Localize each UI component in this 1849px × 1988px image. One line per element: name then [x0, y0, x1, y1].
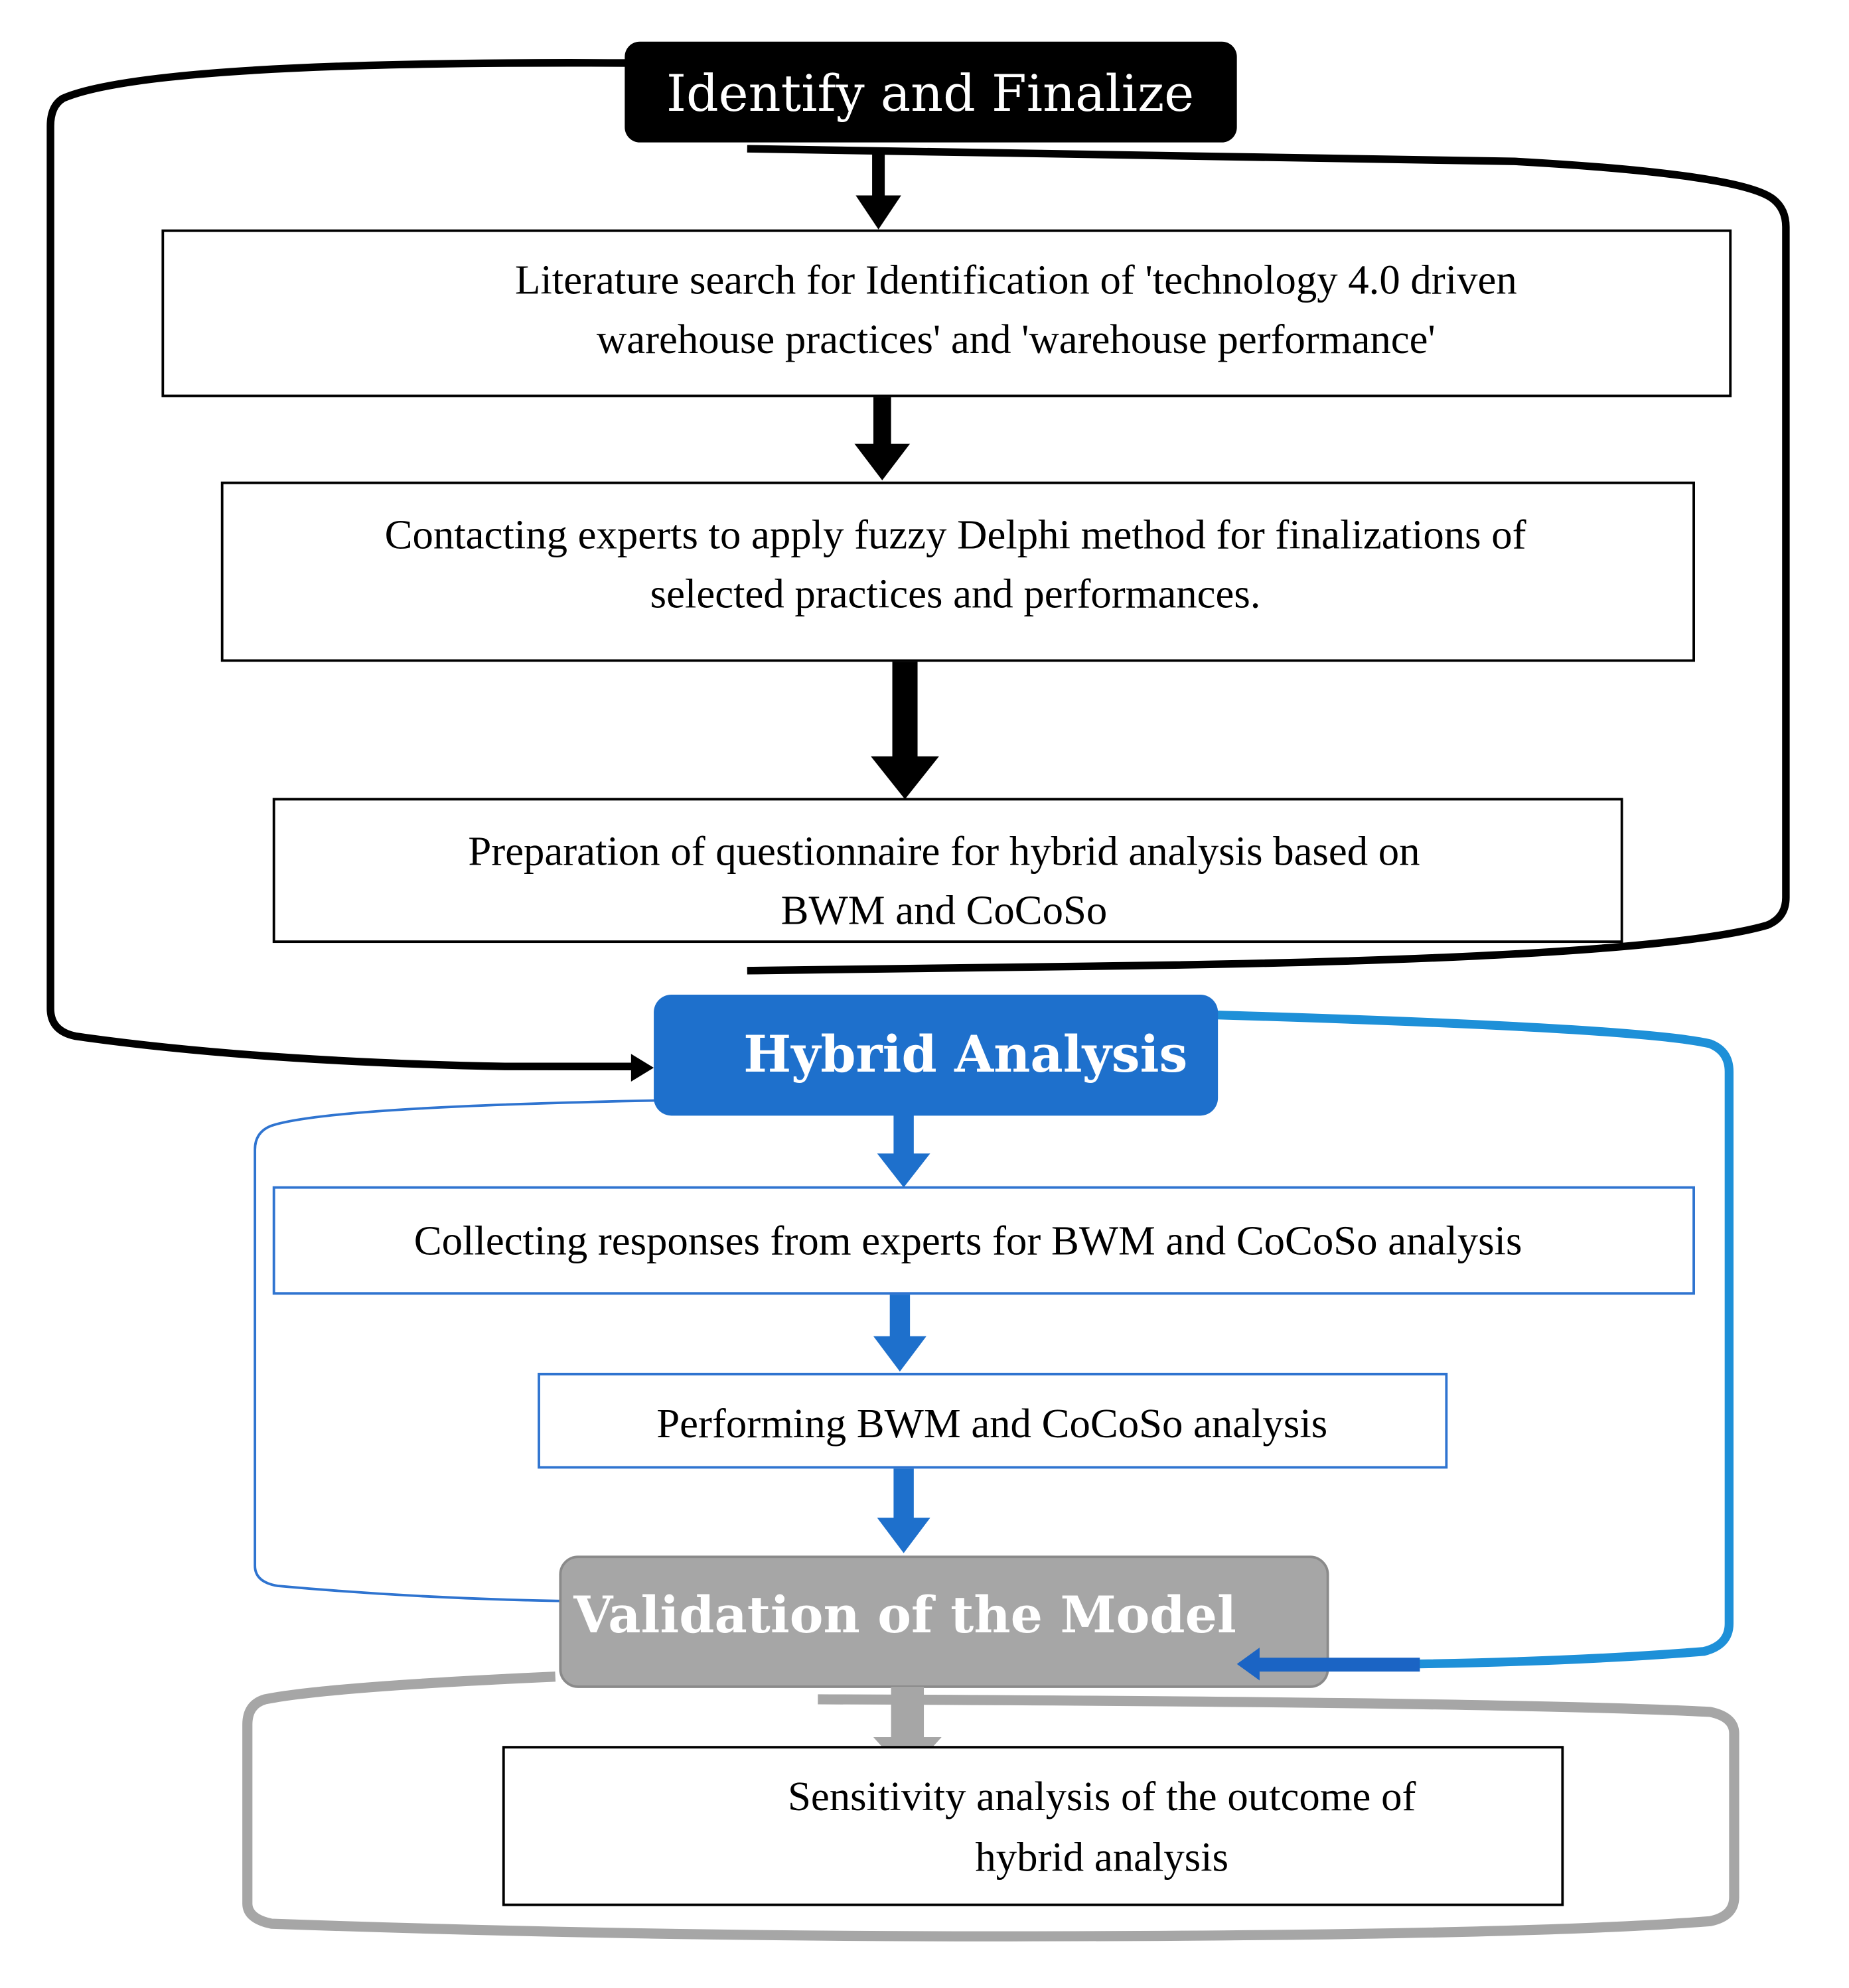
arrow-5-head	[873, 1336, 926, 1372]
step-contacting-experts-line1: Contacting experts to apply fuzzy Delphi…	[385, 511, 1526, 557]
step-literature-search-line2: warehouse practices' and 'warehouse perf…	[597, 316, 1436, 362]
step-performing-analysis-text: Performing BWM and CoCoSo analysis	[656, 1400, 1327, 1447]
arrow-5-shaft	[889, 1295, 911, 1343]
arrow-to-hybrid-head	[630, 1054, 654, 1082]
arrow-to-validation-shaft-overlay	[1256, 1658, 1329, 1672]
arrow-3-head	[871, 756, 939, 800]
step-sensitivity-analysis	[502, 1746, 1564, 1906]
hybrid-loop-right	[1211, 1010, 1734, 1669]
arrow-4-shaft	[893, 1096, 914, 1160]
arrow-6-shaft	[893, 1468, 914, 1522]
step-sensitivity-analysis-line2: hybrid analysis	[975, 1833, 1228, 1880]
hybrid-analysis-header	[654, 994, 1219, 1116]
arrow-4-head	[877, 1153, 930, 1188]
arrow-2-shaft	[873, 397, 891, 451]
arrow-to-validation-head-overlay	[1236, 1648, 1260, 1681]
step-prepare-questionnaire-line2: BWM and CoCoSo	[781, 887, 1108, 934]
step-sensitivity-analysis-line1: Sensitivity analysis of the outcome of	[788, 1773, 1416, 1819]
step-prepare-questionnaire-line1: Preparation of questionnaire for hybrid …	[468, 827, 1420, 874]
step-collecting-responses-text: Collecting responses from experts for BW…	[414, 1217, 1522, 1263]
step-contacting-experts	[220, 481, 1695, 662]
arrow-2-head	[854, 443, 911, 480]
arrow-3-shaft	[892, 662, 918, 763]
step-literature-search-line1: Literature search for Identification of …	[515, 257, 1517, 303]
validation-loop	[242, 1671, 1739, 1942]
step-contacting-experts-line2: selected practices and performances.	[650, 571, 1261, 617]
identify-loop-right	[747, 145, 1790, 975]
identify-finalize-header	[625, 41, 1237, 143]
arrow-1-head	[855, 195, 901, 230]
step-literature-search	[161, 229, 1732, 397]
hybrid-analysis-title: Hybrid Analysis	[743, 1025, 1187, 1084]
step-prepare-questionnaire	[272, 798, 1623, 944]
arrow-6-head	[877, 1518, 930, 1553]
arrow-1-shaft	[872, 149, 885, 202]
validation-header	[559, 1555, 1329, 1688]
step-performing-analysis	[538, 1372, 1448, 1469]
hybrid-loop-left	[254, 1099, 656, 1602]
identify-finalize-title: Identify and Finalize	[666, 64, 1194, 123]
identify-loop-left	[46, 59, 638, 1070]
step-collecting-responses	[272, 1186, 1695, 1295]
arrow-7-shaft	[891, 1686, 924, 1740]
validation-title: Validation of the Model	[573, 1585, 1236, 1644]
